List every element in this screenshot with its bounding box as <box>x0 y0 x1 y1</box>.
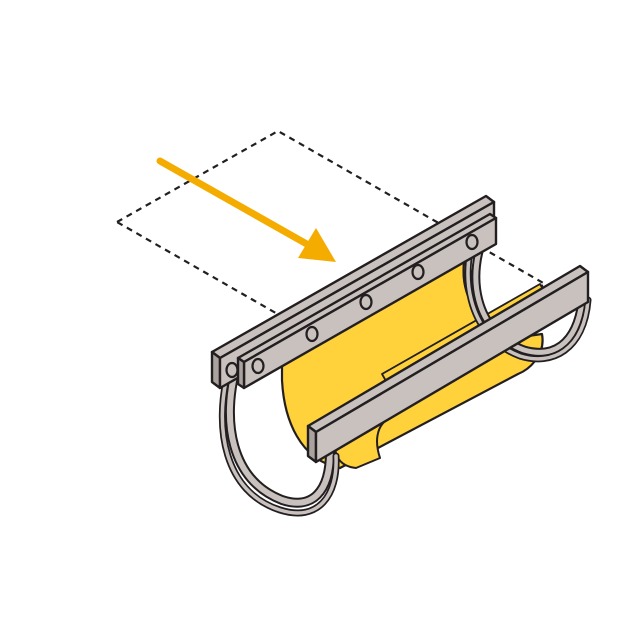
rail-back-inner-front <box>236 356 246 390</box>
dashed-target-outline <box>115 129 547 377</box>
bolt-4 <box>359 293 373 311</box>
near-bands <box>218 363 340 517</box>
insert-arrow-icon <box>156 157 336 262</box>
bolt-5 <box>411 263 425 281</box>
bolt-3 <box>305 325 319 343</box>
rail-front <box>306 264 590 464</box>
bolt-2 <box>251 357 265 375</box>
bolt-holes <box>225 233 479 379</box>
bolt-6 <box>465 233 479 251</box>
rail-front-side <box>314 270 590 464</box>
bolt-1 <box>225 361 239 379</box>
far-bands <box>464 222 592 363</box>
